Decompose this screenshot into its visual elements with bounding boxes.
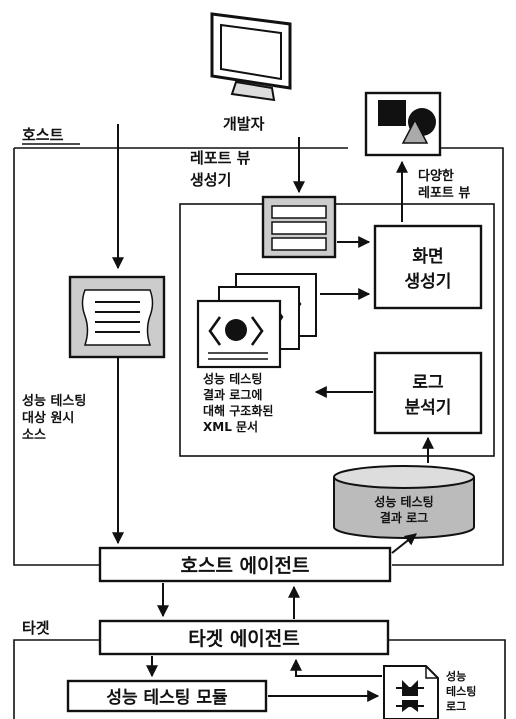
xml-doc-label-2: 결과 로그에 (203, 387, 262, 402)
target-log-label-3: 로그 (446, 700, 466, 713)
various-report-views-label-1: 다양한 (418, 168, 454, 184)
xml-document-stack-icon (196, 273, 317, 369)
source-label-1: 성능 테스팅 (22, 393, 86, 409)
monitor-icon (210, 12, 292, 102)
screen-generator-label-1: 화면 (412, 247, 443, 267)
report-view-generator-label-1: 레포트 뷰 (190, 149, 251, 167)
source-label-2: 대상 원시 (22, 411, 74, 426)
xml-doc-label-3: 대해 구조화된 (203, 403, 273, 418)
target-log-label-2: 테스팅 (446, 684, 476, 698)
log-analyzer-label-1: 로그 (412, 373, 444, 393)
log-analyzer-box (373, 351, 483, 435)
various-report-views-label-2: 레포트 뷰 (418, 186, 470, 201)
target-agent-label: 타겟 에이전트 (188, 628, 300, 650)
report-generator-frame (179, 203, 495, 457)
host-frame (13, 147, 504, 566)
target-agent-box (98, 619, 390, 656)
target-label: 타겟 (22, 619, 50, 637)
target-frame (13, 639, 506, 719)
host-agent-box (98, 546, 392, 583)
source-document-icon (68, 275, 166, 359)
developer-label: 개발자 (223, 115, 265, 133)
log-file-icon (383, 665, 439, 719)
perf-module-box (66, 679, 268, 713)
screen-generator-box (373, 224, 483, 310)
db-label-1: 성능 테스팅 (374, 494, 433, 509)
database-icon (333, 465, 475, 539)
source-label-3: 소스 (22, 428, 46, 443)
log-analyzer-label-2: 분석기 (405, 398, 452, 418)
target-log-label-1: 성능 (446, 669, 466, 683)
xml-doc-label-1: 성능 테스팅 (203, 371, 262, 386)
arrow-log-to-target-agent (290, 658, 382, 677)
arrow-host-agent-to-db (391, 533, 417, 554)
xml-doc-label-4: XML 문서 (203, 419, 258, 434)
report-shapes-icon (364, 91, 442, 157)
host-agent-label: 호스트 에이전트 (181, 555, 310, 577)
report-view-generator-label-2: 생성기 (190, 171, 231, 189)
host-label: 호스트 (22, 126, 64, 144)
db-label-2: 결과 로그 (380, 510, 428, 525)
perf-module-label: 성능 테스팅 모듈 (106, 688, 228, 708)
screen-generator-label-2: 생성기 (405, 272, 452, 292)
form-window-icon (261, 195, 337, 259)
